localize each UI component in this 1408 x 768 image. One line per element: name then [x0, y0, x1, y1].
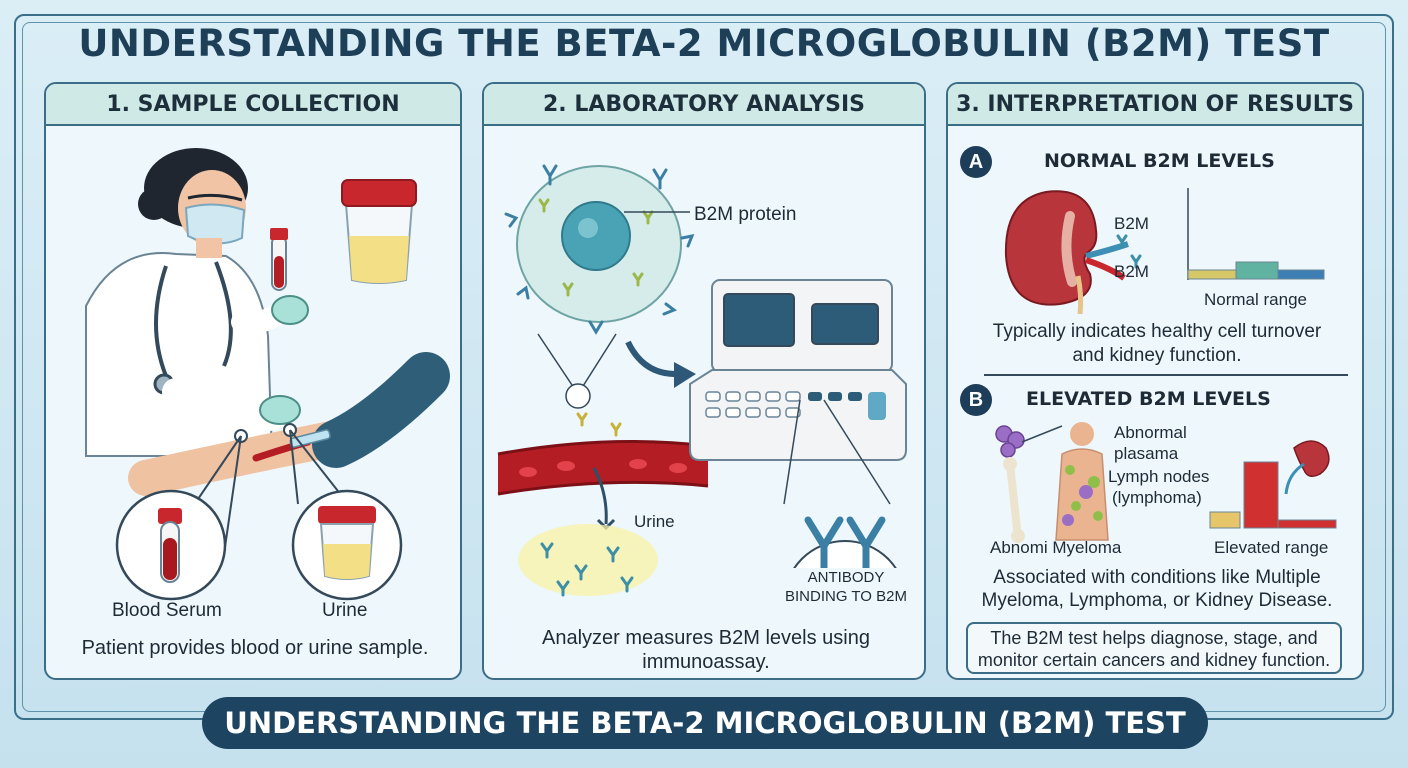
elevated-range-chart [1209, 440, 1337, 529]
elevated-range-label: Elevated range [1214, 538, 1329, 557]
blood-serum-label: Blood Serum [112, 600, 222, 621]
analysis-caption-line1: Analyzer measures B2M levels using [542, 627, 870, 649]
urine-sample-icon [291, 489, 403, 601]
protein-pointer [624, 211, 690, 213]
normal-range-label: Normal range [1204, 290, 1307, 309]
elevated-caption: Associated with conditions like Multiple… [948, 566, 1362, 612]
arrow-icon [625, 340, 696, 388]
normal-caption-line1: Typically indicates healthy cell turnove… [992, 321, 1322, 342]
elevated-caption-line2: Myeloma, Lymphoma, or Kidney Disease. [981, 590, 1333, 611]
cell-illustration [504, 164, 695, 335]
normal-caption: Typically indicates healthy cell turnove… [948, 320, 1362, 368]
normal-caption-line2: and kidney function. [1072, 345, 1242, 366]
section-b-badge: B [960, 384, 992, 416]
antibody-label: ANTIBODY BINDING TO B2M [766, 568, 924, 606]
b2m-protein-label: B2M protein [694, 204, 797, 225]
panel-header-interpretation: 3. INTERPRETATION OF RESULTS [948, 84, 1362, 126]
note-line1: The B2M test helps diagnose, stage, and [990, 628, 1318, 648]
panel-laboratory-analysis: 2. LABORATORY ANALYSIS B2M protein [482, 82, 926, 680]
b2m-label-1: B2M [1114, 214, 1149, 233]
panel-header-collection: 1. SAMPLE COLLECTION [46, 84, 460, 126]
section-divider [984, 374, 1348, 376]
b2m-label-2: B2M [1114, 262, 1149, 281]
elevated-caption-line1: Associated with conditions like Multiple [993, 567, 1321, 588]
analysis-caption: Analyzer measures B2M levels using immun… [484, 626, 924, 674]
note-line2: monitor certain cancers and kidney funct… [977, 650, 1331, 670]
bloodstream-illustration [497, 333, 709, 597]
panel-sample-collection: 1. SAMPLE COLLECTION [44, 82, 462, 680]
lymph-nodes-label: Lymph nodes (lymphoma) [1108, 466, 1209, 508]
antibody-label-line2: BINDING TO B2M [785, 588, 907, 605]
label-abnormal: Abnormal [1114, 423, 1187, 442]
antibody-label-line1: ANTIBODY [807, 569, 885, 586]
label-plasama: plasama [1114, 444, 1179, 463]
page-title: UNDERSTANDING THE BETA-2 MICROGLOBULIN (… [78, 22, 1330, 65]
body-illustration [995, 422, 1109, 543]
urine-cup-icon [341, 179, 417, 284]
urine-flow-label: Urine [634, 512, 675, 531]
panel-header-analysis: 2. LABORATORY ANALYSIS [484, 84, 924, 126]
section-a-badge: A [960, 146, 992, 178]
collection-caption: Patient provides blood or urine sample. [81, 637, 429, 659]
summary-note: The B2M test helps diagnose, stage, and … [966, 622, 1342, 674]
blood-tube-icon [115, 489, 227, 601]
elevated-levels-title: ELEVATED B2M LEVELS [1026, 388, 1271, 410]
analysis-caption-line2: immunoassay. [642, 651, 770, 673]
label-lymphoma: (lymphoma) [1112, 488, 1202, 507]
kidney-normal-icon [1004, 190, 1142, 315]
abnormal-plasama-label: Abnormal plasama [1114, 422, 1187, 464]
panel-interpretation: 3. INTERPRETATION OF RESULTS A NORMAL B2… [946, 82, 1364, 680]
nurse-illustration [85, 148, 450, 496]
antibody-pointer-lines [783, 399, 891, 505]
label-lymph: Lymph nodes [1108, 467, 1210, 486]
bottom-banner: UNDERSTANDING THE BETA-2 MICROGLOBULIN (… [202, 697, 1208, 749]
normal-range-chart [1187, 188, 1325, 280]
urine-label: Urine [322, 600, 368, 621]
normal-levels-title: NORMAL B2M LEVELS [1044, 150, 1275, 172]
myeloma-label: Abnomi Myeloma [990, 538, 1122, 557]
